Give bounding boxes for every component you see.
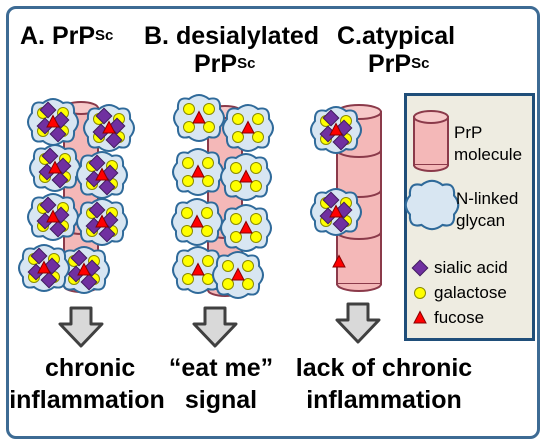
panel-a-title: PrP — [51, 22, 96, 50]
panel-c-heading-line2: PrPSc — [368, 50, 429, 82]
panel-a-outcome-line1: chronic — [45, 354, 136, 382]
panel-a-fibril — [18, 98, 135, 294]
panel-b-heading: B. desialylated — [144, 22, 319, 50]
panel-b-title-line2: PrP — [194, 50, 238, 78]
panel-b-fibril — [171, 94, 274, 299]
panel-b-glycan — [172, 148, 224, 196]
panel-b-glycan — [220, 153, 272, 201]
panel-c-outcome-line2: inflammation — [306, 386, 462, 414]
legend-galactose-symbol — [414, 287, 426, 299]
legend-glycan-symbol — [404, 179, 460, 231]
legend-fucose-label: fucose — [434, 308, 485, 327]
panel-b-title-sup: Sc — [237, 55, 256, 72]
panel-a-glycan — [29, 144, 81, 192]
legend-sialic-label: sialic acid — [434, 258, 508, 277]
legend-galactose-label: galactose — [434, 283, 507, 302]
panel-c-outcome-line1: lack of chronic — [295, 354, 473, 382]
panel-b-title-line1: desialylated — [175, 22, 320, 50]
panel-a-glycan — [76, 198, 128, 246]
panel-c-heading: C.atypical — [337, 22, 455, 50]
legend-prp-symbol — [413, 110, 449, 172]
legend-fucose-symbol — [413, 311, 427, 324]
panel-a-glycan — [27, 98, 79, 146]
panel-a-arrow — [58, 306, 104, 348]
panel-b-glycan — [173, 94, 225, 142]
panel-b-label: B. — [144, 22, 169, 50]
panel-b-glycan — [220, 204, 272, 252]
panel-a-glycan — [83, 104, 135, 152]
panel-c-title-sup: Sc — [411, 55, 430, 72]
panel-b-glycan — [171, 198, 223, 246]
panel-a-label: A. — [20, 22, 45, 50]
panel-a-outcome-line2: inflammation — [9, 386, 165, 414]
figure-frame — [6, 6, 540, 439]
panel-a-glycan — [18, 244, 70, 292]
panel-a-heading: A. PrPSc — [20, 22, 113, 54]
panel-c-title-line2: PrP — [368, 50, 412, 78]
panel-b-outcome-line1: “eat me” — [168, 354, 274, 382]
panel-a-glycan — [76, 151, 128, 199]
panel-c-fibril — [310, 104, 382, 292]
panel-b-glycan — [212, 251, 264, 299]
legend-glycan-label-line1: N-linked — [456, 189, 519, 208]
panel-c-glycan — [310, 106, 362, 154]
panel-c-arrow — [335, 302, 381, 344]
panel-b-outcome-line2: signal — [184, 386, 258, 414]
panel-c-glycan — [310, 188, 362, 236]
panel-b-arrow — [192, 306, 238, 348]
legend-glycan-label-line2: glycan — [456, 211, 506, 230]
panel-b-glycan — [222, 104, 274, 152]
panel-a-title-sup: Sc — [95, 27, 114, 44]
legend-sialic-symbol — [411, 259, 429, 277]
legend-prp-label-line1: PrP — [454, 123, 483, 142]
panel-a-glycan — [27, 193, 79, 241]
panel-c-title-line1: C.atypical — [337, 22, 456, 50]
legend-prp-label-line2: molecule — [454, 145, 523, 164]
panel-b-heading-line2: PrPSc — [194, 50, 255, 82]
